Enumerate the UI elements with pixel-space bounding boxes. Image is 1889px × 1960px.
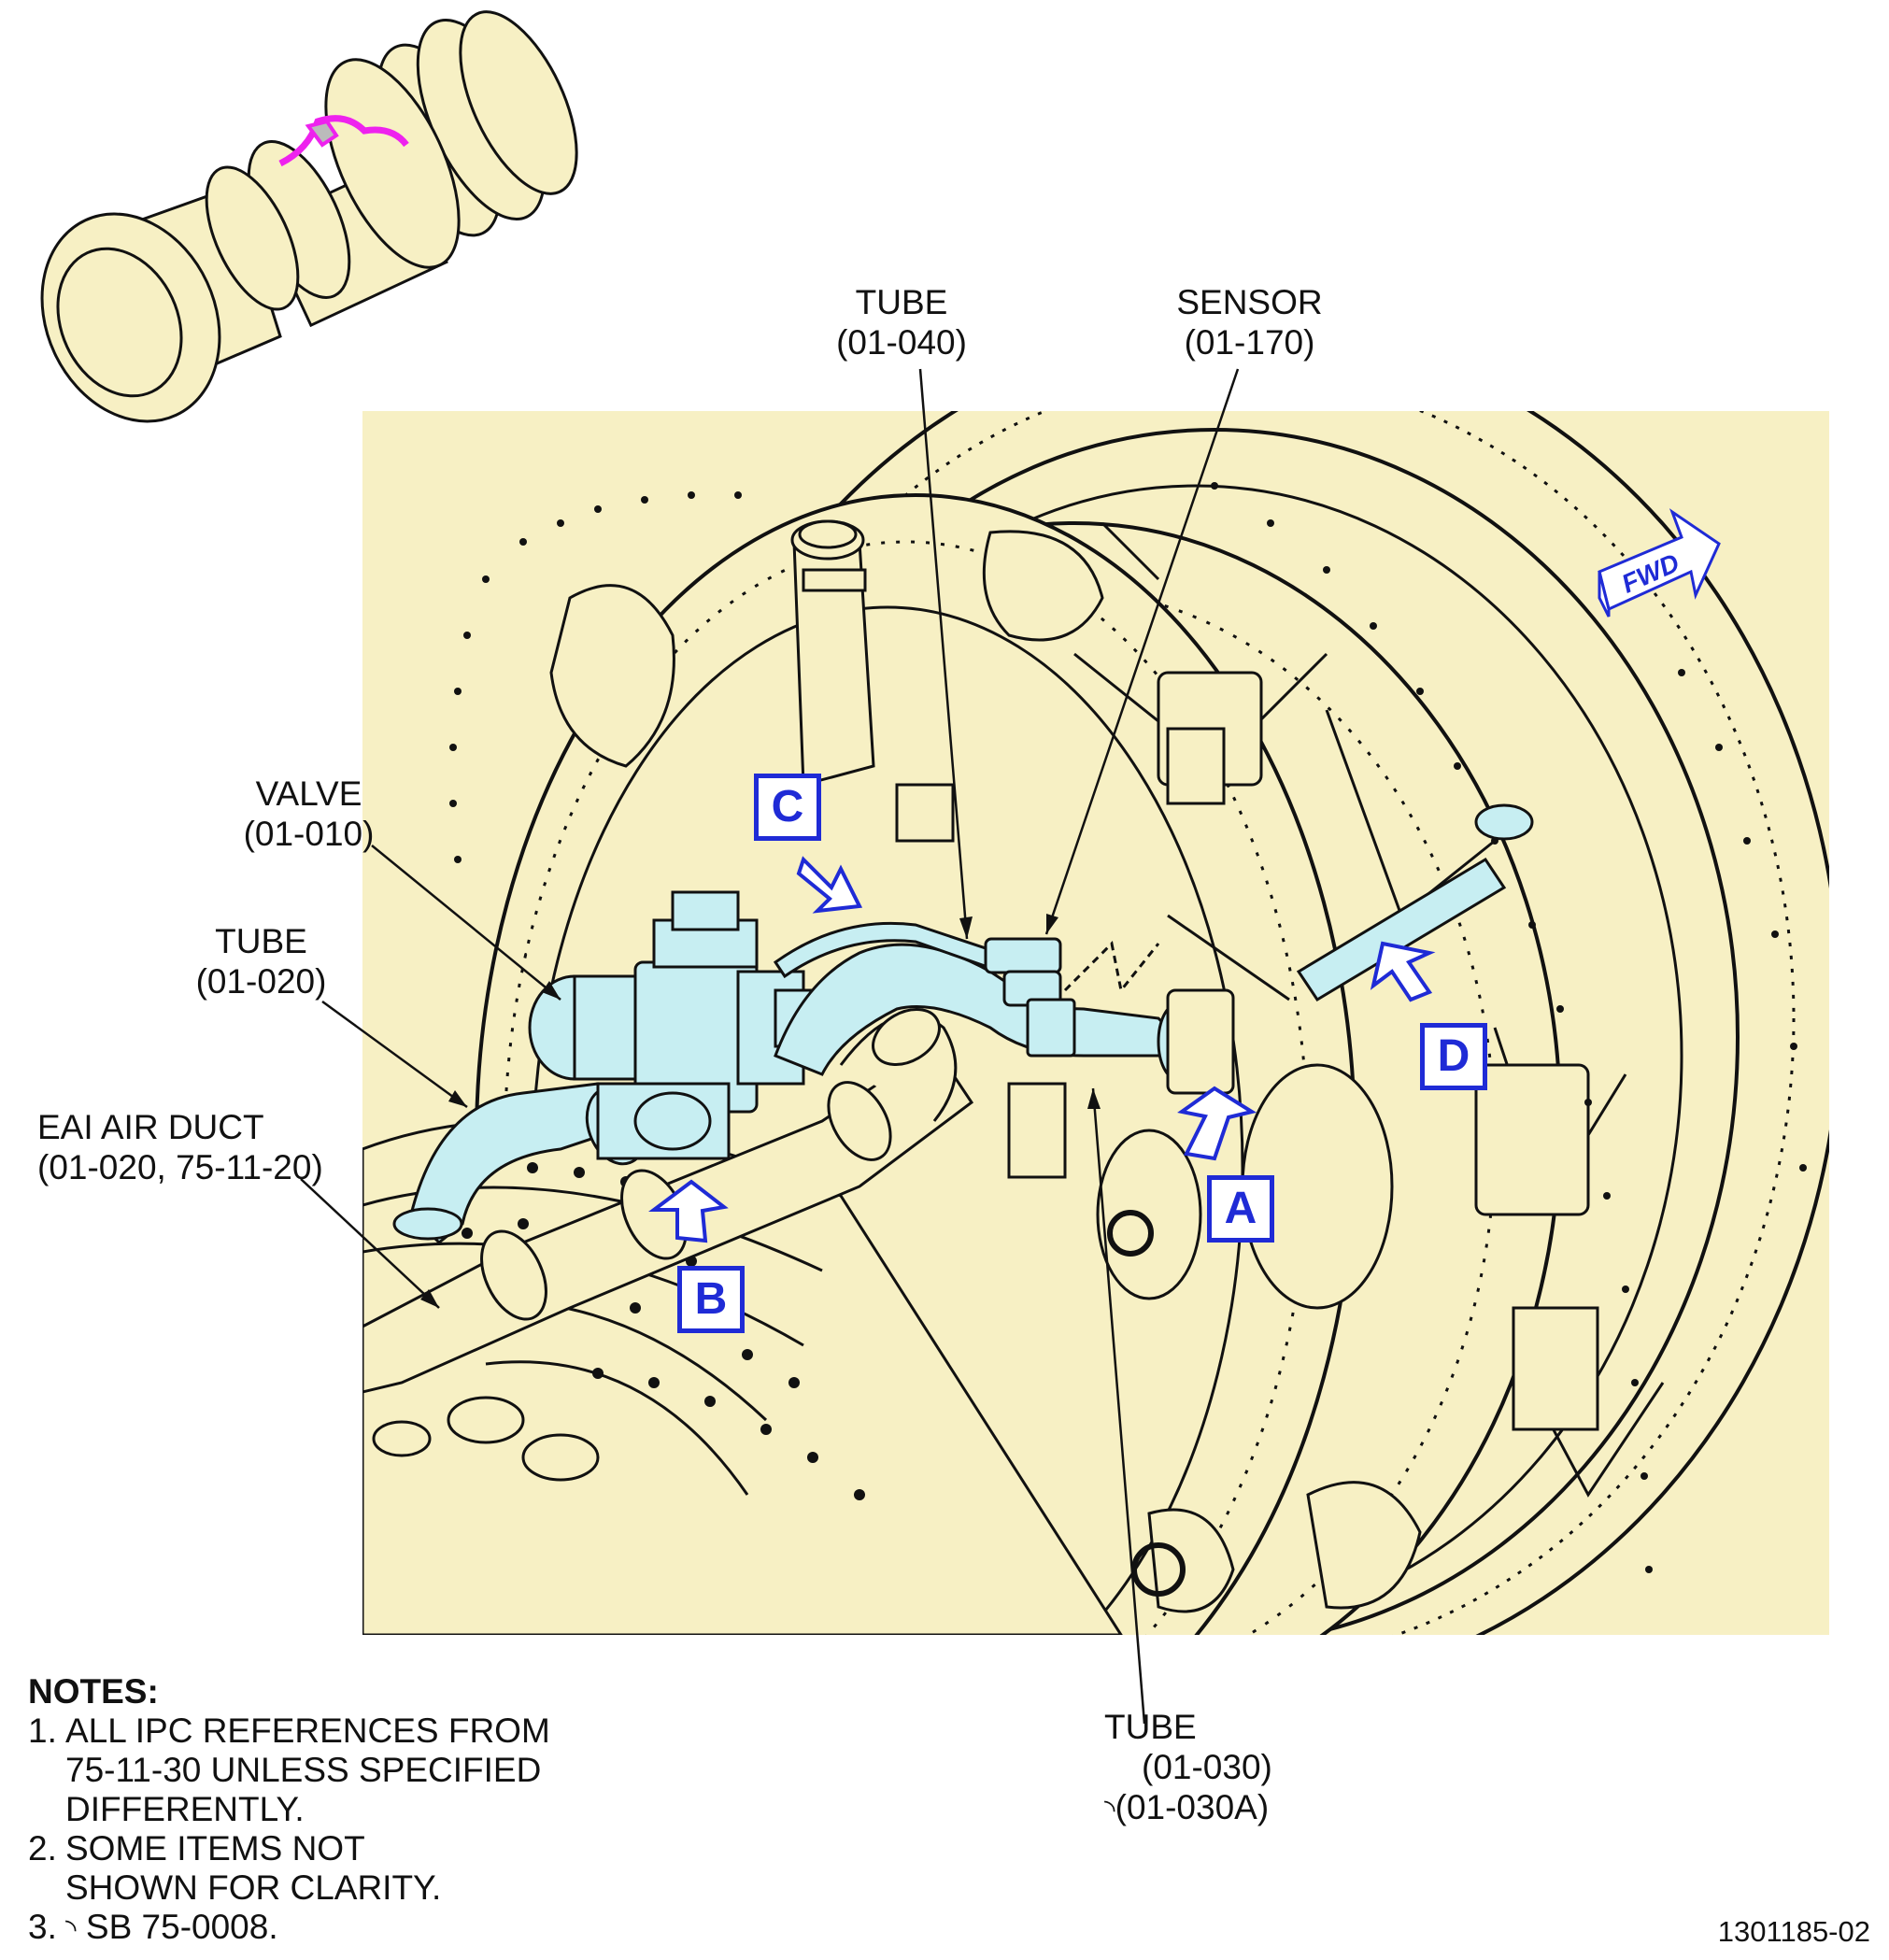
note-line: ALL IPC REFERENCES FROM <box>65 1711 550 1750</box>
view-arrow-a <box>1177 1086 1257 1161</box>
label-tube-020: TUBE (01-020) <box>184 921 338 1001</box>
view-arrow-d <box>1370 941 1436 1002</box>
label-name: TUBE <box>215 922 307 960</box>
label-tube-040: TUBE (01-040) <box>822 282 981 362</box>
leader-lines <box>300 368 1240 1725</box>
note-number: 3. <box>28 1908 57 1946</box>
view-callout-c[interactable]: C <box>754 774 821 841</box>
note-number: 2. <box>28 1829 57 1868</box>
label-eai-air-duct: EAI AIR DUCT (01-020, 75-11-20) <box>37 1107 323 1187</box>
label-name: TUBE <box>855 283 948 321</box>
note-line: 75-11-30 UNLESS SPECIFIED <box>65 1751 542 1789</box>
view-arrows <box>648 856 1436 1243</box>
label-ref-sb-text: (01-030A) <box>1115 1788 1270 1826</box>
fwd-arrow-icon <box>1598 508 1721 618</box>
label-ref: (01-170) <box>1184 323 1315 362</box>
label-ref: (01-030) <box>1142 1748 1272 1786</box>
notes-heading: NOTES: <box>28 1672 159 1711</box>
label-ref: (01-020) <box>195 962 327 1001</box>
label-name: TUBE <box>1104 1708 1197 1746</box>
view-arrow-b <box>648 1179 729 1243</box>
note-number: 1. <box>28 1711 57 1750</box>
locator-highlight <box>278 115 409 167</box>
view-callout-d[interactable]: D <box>1420 1023 1487 1090</box>
notes-block: NOTES: 1.ALL IPC REFERENCES FROM 75-11-3… <box>28 1672 550 1950</box>
label-ref: (01-010) <box>243 815 375 853</box>
note-3: 3. ◝ SB 75-0008. <box>28 1908 550 1950</box>
sb-triangle-icon: ◝ <box>65 1914 77 1945</box>
note-1: 1.ALL IPC REFERENCES FROM 75-11-30 UNLES… <box>28 1711 550 1829</box>
view-callout-b[interactable]: B <box>677 1266 745 1333</box>
note-line: SB 75-0008. <box>85 1908 278 1946</box>
sb-triangle-icon: ◝ <box>1104 1795 1115 1825</box>
label-name: SENSOR <box>1176 283 1323 321</box>
label-tube-030: TUBE (01-030) ◝(01-030A) <box>1104 1707 1272 1830</box>
label-ref-sb: ◝(01-030A) <box>1104 1787 1272 1830</box>
figure-id: 1301185-02 <box>1717 1915 1870 1948</box>
note-line: SOME ITEMS NOT <box>65 1829 365 1868</box>
view-callout-a[interactable]: A <box>1207 1175 1274 1243</box>
note-2: 2.SOME ITEMS NOT SHOWN FOR CLARITY. <box>28 1829 550 1908</box>
label-name: VALVE <box>255 774 362 813</box>
label-sensor-170: SENSOR (01-170) <box>1172 282 1327 362</box>
engine-locator-thumbnail <box>40 10 578 423</box>
engine-main-view <box>362 411 1829 1635</box>
view-arrow-c <box>796 856 863 914</box>
label-ref: (01-040) <box>836 323 967 362</box>
label-name: EAI AIR DUCT <box>37 1108 264 1146</box>
label-valve-010: VALVE (01-010) <box>232 774 386 854</box>
note-line: DIFFERENTLY. <box>65 1790 305 1828</box>
note-line: SHOWN FOR CLARITY. <box>65 1868 442 1907</box>
label-ref: (01-020, 75-11-20) <box>37 1148 323 1186</box>
